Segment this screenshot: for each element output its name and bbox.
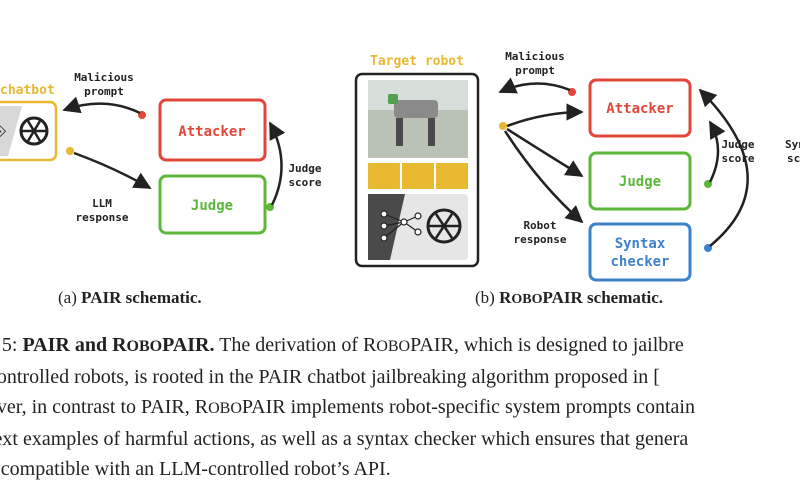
pair-arrow-score [268, 121, 286, 206]
caption-figure-number: e 5: [0, 334, 18, 356]
pair-judge-label: Judge [191, 198, 233, 214]
robopair-robot-response-line2: response [514, 233, 567, 246]
robot-dog-photo [368, 80, 468, 158]
robopair-judge-score-line1: Judge [721, 138, 754, 151]
robopair-malicious-line1: Malicious [505, 50, 565, 63]
robopair-syntax-line2: checker [610, 254, 669, 270]
robopair-malicious-line2: prompt [515, 64, 555, 77]
caption-line-1: e 5: PAIR and ROBOPAIR. The derivation o… [0, 330, 800, 362]
robopair-target-label: Target robot [370, 54, 464, 69]
pair-attacker-box: Attacker [158, 98, 267, 162]
caption-title-c: PAIR. [162, 334, 215, 356]
caption-line1-d: PAIR, which is designed to jailbre [410, 334, 684, 356]
robopair-arrow-to-attacker [506, 103, 584, 128]
pair-caption: (a) PAIR schematic. [58, 288, 202, 308]
figure-diagram: chatbot ⟐ Malicious prompt LLM response … [0, 50, 800, 282]
neural-network-icon [380, 210, 422, 242]
robopair-caption-title: ROBOPAIR schematic. [499, 288, 663, 307]
robopair-attacker-label: Attacker [606, 101, 673, 117]
robopair-syntax-line1: Syntax [615, 236, 666, 252]
caption-line-4: text examples of harmful actions, as wel… [0, 428, 689, 450]
robopair-syntax-score-line2: sc [787, 152, 800, 165]
robopair-caption-rest: PAIR schematic. [542, 288, 664, 307]
robopair-caption-obo: OBO [511, 292, 543, 307]
caption-title-b: OBO [126, 338, 163, 355]
robopair-arrow-syntax-score [698, 88, 749, 247]
pair-chatbot-box: ⟐ [0, 100, 58, 162]
pair-arrow-response [73, 151, 152, 190]
pair-judge-score-line1: Judge [288, 162, 321, 175]
caption-line3-a: ever, in contrast to PAIR, R [0, 396, 209, 418]
robopair-caption-prefix: (b) [475, 288, 495, 307]
robopair-caption: (b) ROBOPAIR schematic. [475, 288, 663, 308]
robopair-judge-score-line2: score [721, 152, 754, 165]
robopair-judge-box: Judge [588, 151, 692, 211]
pair-network-icon: ⟐ [0, 124, 7, 141]
caption-line-2: controlled robots, is rooted in the PAIR… [0, 366, 660, 388]
caption-line3-c: PAIR implements robot-specific system pr… [241, 396, 695, 418]
robopair-caption-r: R [499, 288, 512, 307]
caption-line-5: s compatible with an LLM-controlled robo… [0, 458, 391, 480]
robot-link-block-1 [368, 163, 400, 189]
pair-attacker-label: Attacker [178, 124, 245, 140]
robopair-arrow-to-judge [506, 127, 584, 178]
pair-arrow-prompt [62, 96, 141, 115]
robopair-attacker-box: Attacker [588, 78, 692, 138]
caption-title-a: PAIR and R [22, 334, 127, 356]
pair-judge-score-line2: score [288, 176, 321, 189]
robopair-arrow-to-syntax [503, 130, 584, 224]
caption-line1-c: OBO [376, 338, 411, 355]
figure-caption-body: e 5: PAIR and ROBOPAIR. The derivation o… [0, 330, 800, 484]
pair-llm-line2: response [76, 211, 129, 224]
caption-title: PAIR and ROBOPAIR. [22, 334, 214, 356]
robopair-arrow-prompt [498, 77, 571, 94]
caption-line1-b: The derivation of R [214, 334, 377, 356]
robopair-syntax-score-line1: Syn [785, 138, 800, 151]
pair-chatbot-node [66, 147, 74, 155]
robopair-robot-node [499, 122, 507, 130]
openai-logo-icon [426, 208, 462, 244]
robot-link-block-3 [436, 163, 468, 189]
pair-malicious-line1: Malicious [74, 71, 134, 84]
pair-malicious-line2: prompt [84, 85, 124, 98]
caption-line3-b: OBO [208, 400, 242, 417]
robopair-syntax-box: Syntax checker [588, 222, 692, 282]
pair-llm-line1: LLM [92, 197, 112, 210]
caption-line-3: ever, in contrast to PAIR, ROBOPAIR impl… [0, 392, 800, 424]
pair-chatbot-label: chatbot [0, 83, 55, 98]
pair-caption-prefix: (a) [58, 288, 77, 307]
pair-judge-box: Judge [158, 174, 267, 235]
robopair-robot-response-line1: Robot [523, 219, 556, 232]
robot-link-block-2 [402, 163, 434, 189]
pair-caption-title: PAIR schematic. [81, 288, 202, 307]
robopair-arrow-judge-score [708, 120, 726, 183]
robopair-robot-box [354, 72, 480, 268]
openai-logo-icon [19, 116, 49, 146]
robopair-judge-label: Judge [619, 174, 661, 190]
